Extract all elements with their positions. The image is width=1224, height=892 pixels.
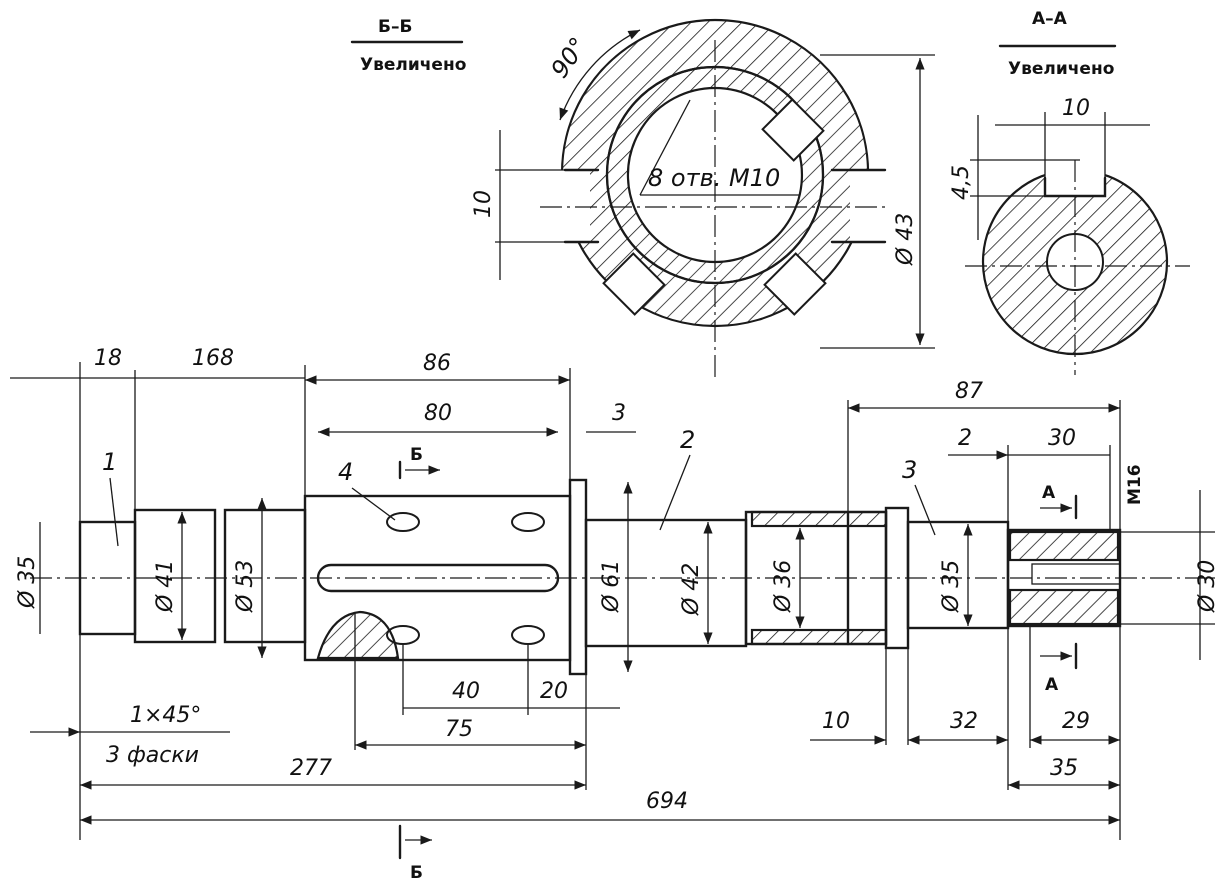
boss-bottom-left bbox=[602, 252, 666, 316]
bearing-hatch-top bbox=[750, 510, 888, 528]
hub-hole bbox=[386, 512, 420, 532]
boss-top-right bbox=[761, 98, 825, 162]
dim-75: 75 bbox=[445, 717, 473, 742]
dia-36: Ø 36 bbox=[771, 560, 796, 613]
dim-277: 277 bbox=[290, 756, 332, 781]
hub-section-hatch bbox=[316, 610, 400, 660]
flange bbox=[568, 478, 588, 676]
leader-line bbox=[639, 99, 691, 196]
dim-10: 10 bbox=[822, 709, 850, 734]
section-a-subtitle: Увеличено bbox=[1008, 59, 1114, 79]
holes-label: 8 отв. М10 bbox=[648, 164, 780, 192]
shaft-view: 1 2 3 4 Б Б А А bbox=[10, 346, 1220, 883]
dia-61: Ø 61 bbox=[599, 560, 624, 613]
part-leader bbox=[914, 484, 936, 536]
thread-keyway bbox=[1031, 563, 1121, 585]
chamfer-label: 1×45° bbox=[130, 703, 201, 728]
section-b-subtitle: Увеличено bbox=[360, 55, 466, 75]
hub-hole bbox=[511, 512, 545, 532]
dim-694: 694 bbox=[646, 789, 688, 814]
hub-keyway bbox=[316, 563, 560, 593]
section-b-slot-left bbox=[545, 170, 590, 242]
dim-m16: М16 bbox=[1125, 464, 1145, 505]
dia-30: Ø 30 bbox=[1195, 560, 1220, 613]
dia-35-right: Ø 35 bbox=[939, 560, 964, 613]
dia43-label: Ø 43 bbox=[893, 213, 918, 266]
dim-29: 29 bbox=[1062, 709, 1090, 734]
key-depth-label: 4,5 bbox=[949, 165, 974, 200]
dia-35-left: Ø 35 bbox=[15, 556, 40, 609]
bearing-hatch-bottom bbox=[750, 628, 888, 646]
section-a-marker-bottom: А bbox=[1045, 675, 1059, 695]
angle-label: 90° bbox=[545, 32, 592, 83]
segment-d41 bbox=[133, 508, 217, 644]
dim-87: 87 bbox=[955, 379, 983, 404]
section-a-view: А–А Увеличено 10 4,5 bbox=[949, 9, 1190, 375]
dim-80: 80 bbox=[424, 401, 452, 426]
dia-41: Ø 41 bbox=[153, 560, 178, 613]
section-b-marker-top: Б bbox=[410, 445, 423, 465]
thread-hatch-top bbox=[1008, 530, 1120, 562]
part-label-2: 2 bbox=[680, 426, 695, 454]
part-leader bbox=[659, 454, 691, 531]
chamfer-note: 3 фаски bbox=[106, 743, 199, 768]
part-leader bbox=[351, 487, 396, 521]
dim-40: 40 bbox=[452, 679, 480, 704]
angle-arc bbox=[559, 29, 641, 121]
dim-18: 18 bbox=[94, 346, 122, 371]
key10-label: 10 bbox=[471, 190, 496, 218]
key-width-label: 10 bbox=[1062, 96, 1090, 121]
part-label-4: 4 bbox=[338, 458, 353, 486]
boss-bottom-right bbox=[763, 252, 827, 316]
hub-hole bbox=[511, 625, 545, 645]
dim-2: 2 bbox=[958, 426, 972, 451]
section-a-title: А–А bbox=[1032, 9, 1068, 29]
section-b-slot-right bbox=[850, 170, 895, 242]
dim-30: 30 bbox=[1048, 426, 1076, 451]
part-label-3: 3 bbox=[902, 456, 917, 484]
section-b-title: Б–Б bbox=[378, 17, 412, 37]
section-b-marker-bottom: Б bbox=[410, 863, 423, 883]
dim-20: 20 bbox=[540, 679, 568, 704]
dia-42: Ø 42 bbox=[679, 563, 704, 616]
dim-32: 32 bbox=[950, 709, 978, 734]
part-label-1: 1 bbox=[102, 448, 117, 476]
dim-168: 168 bbox=[192, 346, 234, 371]
part-leader bbox=[109, 477, 119, 547]
thread-hatch-bottom bbox=[1008, 588, 1120, 626]
dim-3: 3 bbox=[612, 401, 626, 426]
dia-53: Ø 53 bbox=[233, 560, 258, 613]
dim-86: 86 bbox=[423, 351, 451, 376]
section-a-marker-top: А bbox=[1042, 483, 1056, 503]
dim-35: 35 bbox=[1050, 756, 1078, 781]
section-b-view: Б–Б Увеличено 8 отв. М10 90° Ø 43 bbox=[350, 17, 935, 380]
